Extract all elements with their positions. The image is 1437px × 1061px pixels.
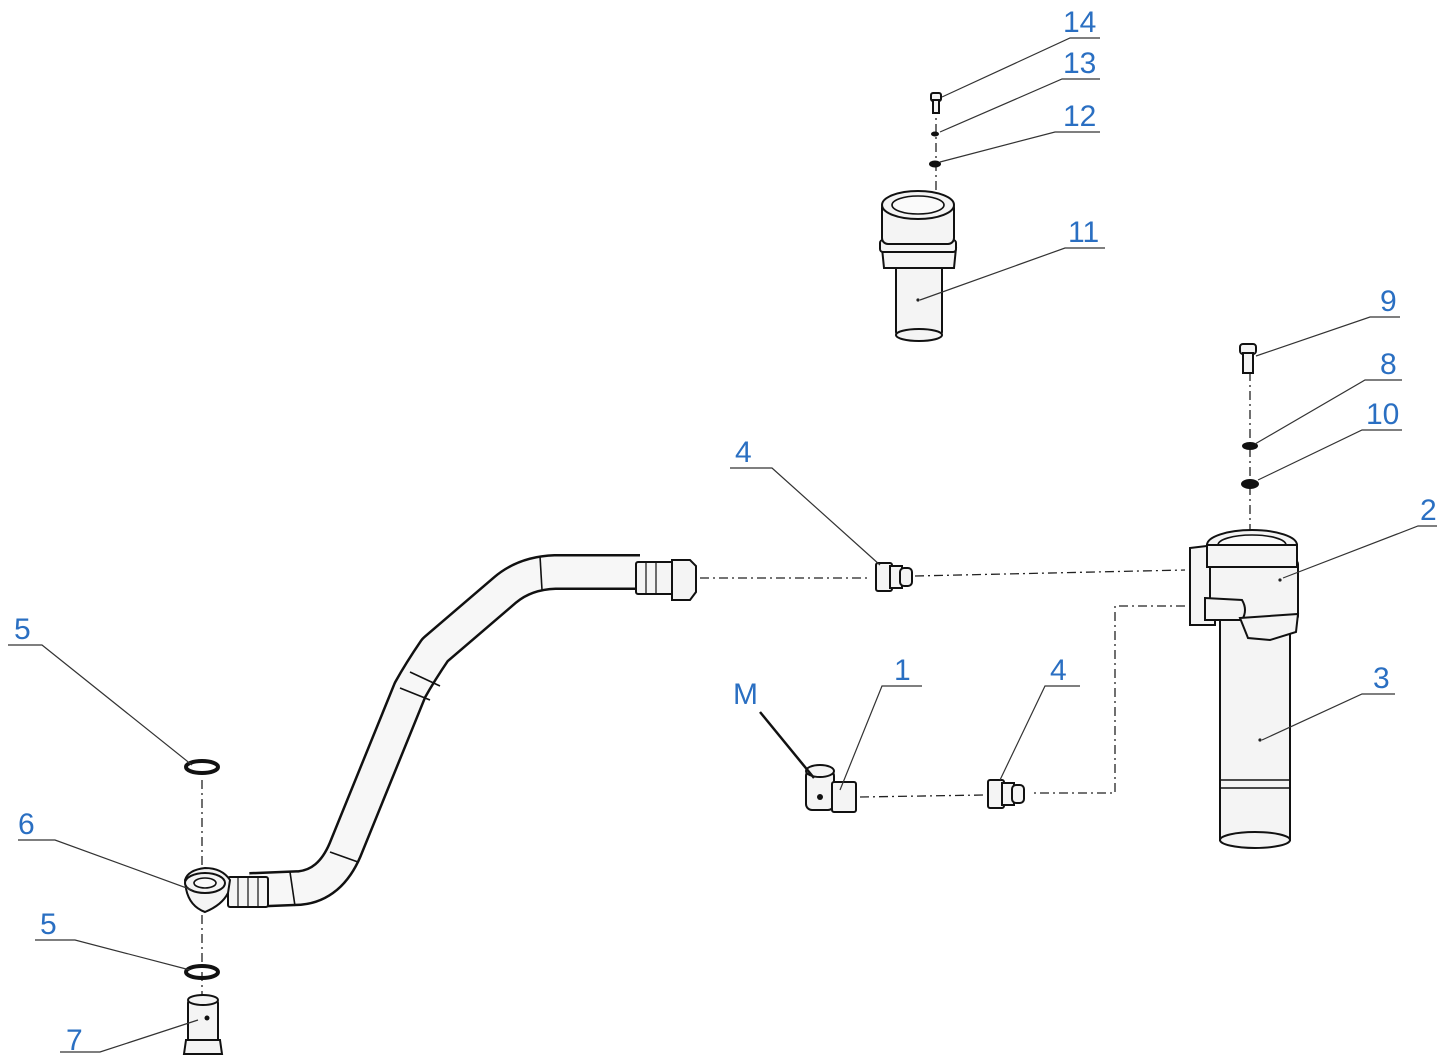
callout-3: 3 bbox=[1373, 662, 1390, 695]
part-5-washer-bottom bbox=[184, 964, 220, 980]
part-4-fitting-top bbox=[875, 562, 913, 592]
part-12-washer bbox=[929, 160, 941, 168]
part-6-banjo bbox=[183, 866, 232, 914]
hose bbox=[227, 554, 697, 908]
callout-2: 2 bbox=[1420, 494, 1437, 527]
callout-M: M bbox=[733, 678, 758, 711]
part-13-washer bbox=[931, 131, 939, 137]
callout-11: 11 bbox=[1068, 216, 1099, 249]
part-5-washer-top bbox=[184, 759, 220, 775]
callout-12: 12 bbox=[1063, 100, 1096, 133]
part-7-banjo-bolt bbox=[182, 994, 224, 1055]
callout-13: 13 bbox=[1063, 47, 1096, 80]
part-8-washer bbox=[1242, 442, 1258, 450]
callout-4-top: 4 bbox=[735, 436, 752, 469]
callout-labels: 14 13 12 11 9 8 10 2 3 4 1 4 M 5 6 5 7 bbox=[14, 6, 1437, 1057]
part-4-fitting-bottom bbox=[987, 779, 1025, 809]
callout-10: 10 bbox=[1366, 398, 1399, 431]
part-10-seal bbox=[1241, 479, 1259, 489]
part-2-filter-head bbox=[1189, 529, 1300, 642]
leader-lines bbox=[8, 37, 1437, 1053]
part-11-filter-cap bbox=[879, 190, 958, 342]
part-9-bolt bbox=[1239, 343, 1257, 374]
part-3-filter-tube bbox=[1219, 619, 1291, 849]
assembly-axes bbox=[201, 105, 1251, 1000]
part-14-screw bbox=[930, 92, 942, 114]
callout-9: 9 bbox=[1380, 285, 1397, 318]
callout-1: 1 bbox=[894, 654, 911, 687]
callout-14: 14 bbox=[1063, 6, 1096, 39]
callout-8: 8 bbox=[1380, 348, 1397, 381]
callout-4-bottom: 4 bbox=[1050, 654, 1067, 687]
callout-5-bottom: 5 bbox=[40, 908, 57, 941]
part-1-elbow bbox=[805, 764, 857, 813]
callout-6: 6 bbox=[18, 808, 35, 841]
callout-7: 7 bbox=[66, 1024, 83, 1057]
callout-5-top: 5 bbox=[14, 613, 31, 646]
